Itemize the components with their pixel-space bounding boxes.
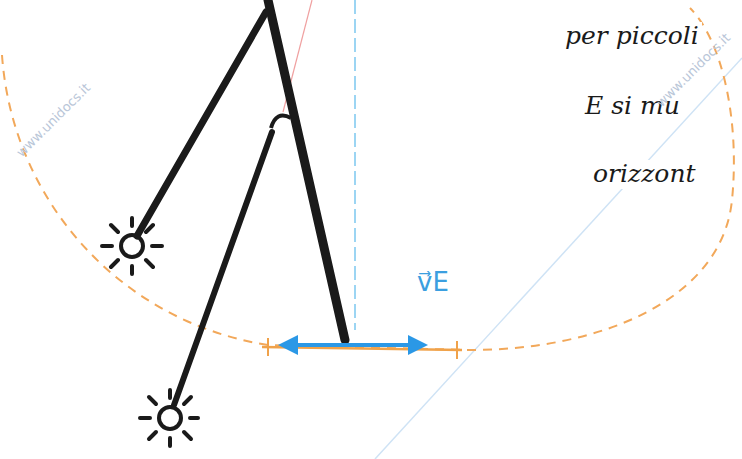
bob-symbol — [140, 390, 198, 446]
hook — [271, 116, 291, 128]
handwritten-note: orizzont — [590, 160, 699, 189]
watermark-line — [375, 58, 742, 459]
bob-symbol — [102, 218, 162, 274]
horizontal-segment — [262, 347, 462, 350]
pendulum-rod — [174, 132, 272, 405]
watermark: www.unidocs.it — [14, 81, 94, 161]
vertical-line — [354, 0, 356, 330]
velocity-arrow — [286, 343, 420, 347]
handwritten-note: per piccoli — [562, 22, 702, 51]
tick-marks — [268, 338, 457, 359]
trajectory-curve — [2, 8, 734, 350]
pendulum-rod — [268, 0, 345, 340]
velocity-label: v⃗E — [414, 268, 452, 298]
